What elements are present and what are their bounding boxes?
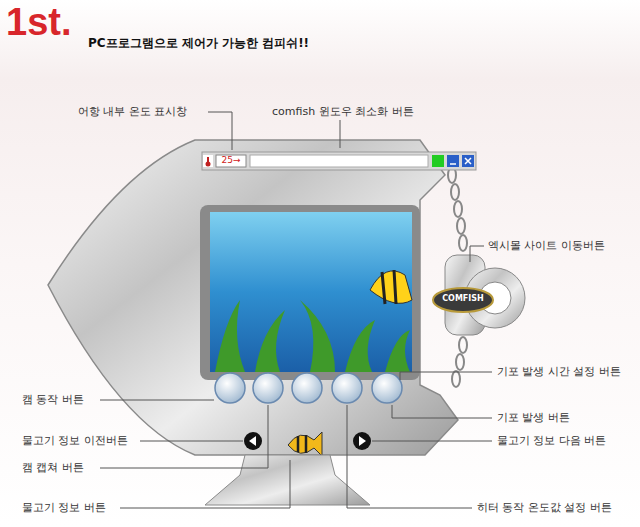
temperature-value: 25→: [222, 155, 241, 166]
green-button: [432, 155, 444, 167]
callout-label: 물고기 정보 다음 버튼: [497, 434, 607, 447]
seaweed: [215, 300, 410, 372]
callout-label: 캠 캡쳐 버튼: [22, 461, 84, 474]
control-buttons: [215, 373, 402, 403]
callout-label: 캠 동작 버튼: [22, 393, 84, 406]
thermometer-box: [203, 155, 213, 167]
callout-label: 물고기 정보 이전버튼: [22, 434, 128, 447]
callout-label: 기포 발생 버튼: [497, 411, 570, 424]
screen-frame: [200, 205, 420, 380]
text-field: [250, 155, 428, 167]
aquarium-screen: [210, 212, 412, 372]
next-button: [353, 432, 371, 450]
fish-info-button: [288, 432, 322, 456]
temp-box: [216, 155, 246, 167]
device-body: [48, 140, 458, 455]
callout-label: 물고기 정보 버튼: [22, 501, 106, 514]
thermometer-bulb: [206, 162, 211, 167]
close-button: [462, 155, 474, 167]
callout-label: 어항 내부 온도 표시창: [78, 105, 188, 118]
brand-badge: COMFISH: [442, 294, 484, 304]
prev-button: [244, 432, 262, 450]
callout-label: 히터 동작 온도값 설정 버튼: [477, 501, 612, 514]
heading: PC프로그램으로 제어가 가능한 컴피쉬!!: [88, 36, 309, 50]
callout-label: comfish 윈도우 최소화 버튼: [272, 105, 414, 118]
callout-label: 엑시몰 사이트 이동버튼: [488, 239, 605, 252]
section-number: 1st.: [6, 0, 71, 46]
yellow-fish: [370, 270, 412, 304]
stand: [205, 455, 370, 505]
minimize-button: [447, 155, 459, 167]
callout-label: 기포 발생 시간 설정 버튼: [497, 365, 621, 378]
key-ring: [433, 255, 525, 335]
leader-lines: [100, 112, 492, 508]
title-bar: [202, 152, 476, 170]
